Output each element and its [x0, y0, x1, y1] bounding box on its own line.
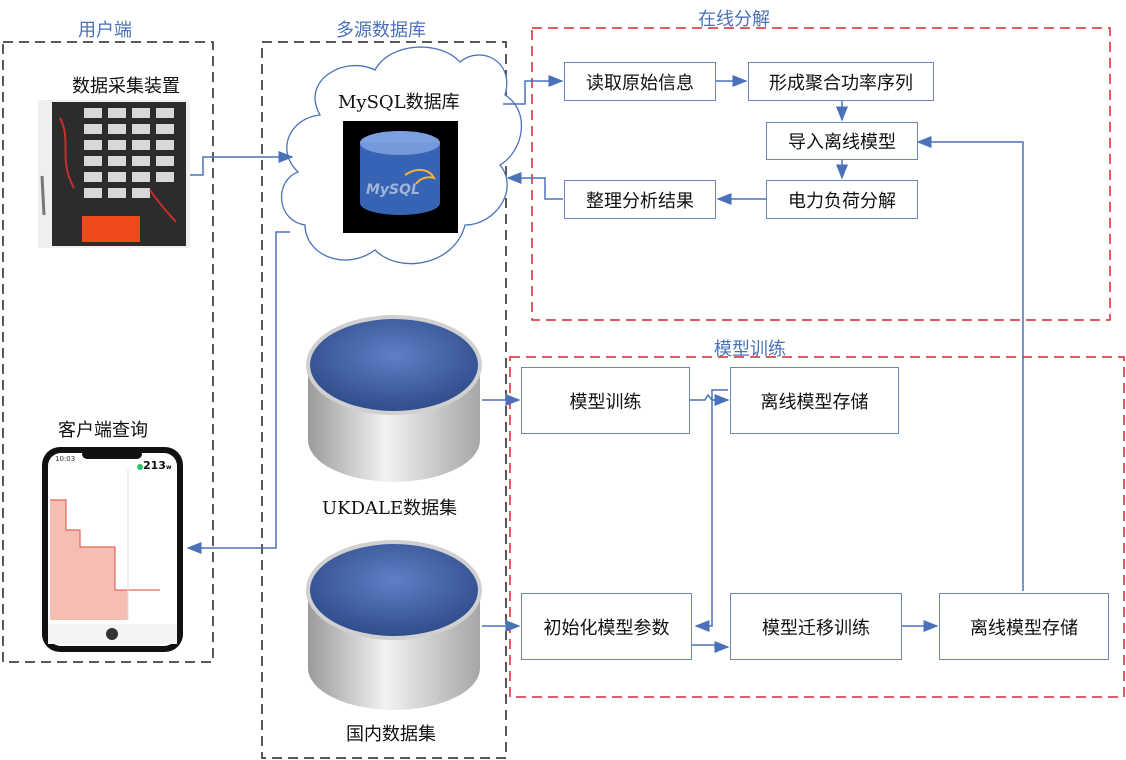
init-to-transfer-arrow: [692, 641, 730, 653]
region-title-online: 在线分解: [698, 9, 770, 30]
region-title-user: 用户端: [78, 20, 132, 41]
collector-device-image: [38, 100, 190, 248]
domestic-label: 国内数据集: [346, 724, 436, 745]
load-decomposition-box: 电力负荷分解: [766, 180, 918, 219]
phone-image: [42, 447, 183, 652]
ukdale-cylinder: [306, 315, 482, 482]
store1-to-init-arrow: [694, 389, 728, 632]
store2-to-import-arrow: [916, 136, 1024, 591]
form-sequence-box: 形成聚合功率序列: [748, 62, 934, 101]
mysql-logo-text: MySQL: [366, 182, 420, 198]
phone-power-value: 213: [143, 459, 166, 472]
region-title-training: 模型训练: [714, 339, 786, 360]
train-to-store1-arrow: [690, 393, 730, 406]
model-training-frame: [509, 356, 1125, 698]
phone-power-unit: w: [165, 464, 172, 471]
collector-label: 数据采集装置: [72, 76, 180, 97]
phone-power: 213w: [143, 459, 172, 472]
ukdale-label: UKDALE数据集: [322, 498, 458, 519]
domestic-cylinder: [306, 540, 482, 710]
phone-time: 10:03: [55, 455, 76, 463]
mysql-label: MySQL数据库: [338, 92, 460, 113]
online-decomposition-frame: [531, 27, 1111, 321]
mysql-to-client-arrow: [186, 231, 290, 554]
model-training-box: 模型训练: [521, 367, 690, 434]
organize-results-box: 整理分析结果: [564, 180, 716, 219]
region-title-db: 多源数据库: [336, 20, 426, 41]
import-model-box: 导入离线模型: [766, 122, 918, 160]
organize-to-mysql-arrow: [506, 172, 563, 200]
collector-to-mysql-arrow: [190, 151, 294, 176]
client-label: 客户端查询: [58, 420, 148, 441]
read-raw-info-box: 读取原始信息: [564, 62, 716, 101]
init-params-box: 初始化模型参数: [521, 593, 692, 660]
offline-store-box-2: 离线模型存储: [939, 593, 1109, 660]
user-side-frame: [2, 41, 214, 663]
offline-store-box-1: 离线模型存储: [730, 367, 899, 434]
mysql-to-read-arrow: [503, 75, 564, 105]
transfer-training-box: 模型迁移训练: [730, 593, 902, 660]
